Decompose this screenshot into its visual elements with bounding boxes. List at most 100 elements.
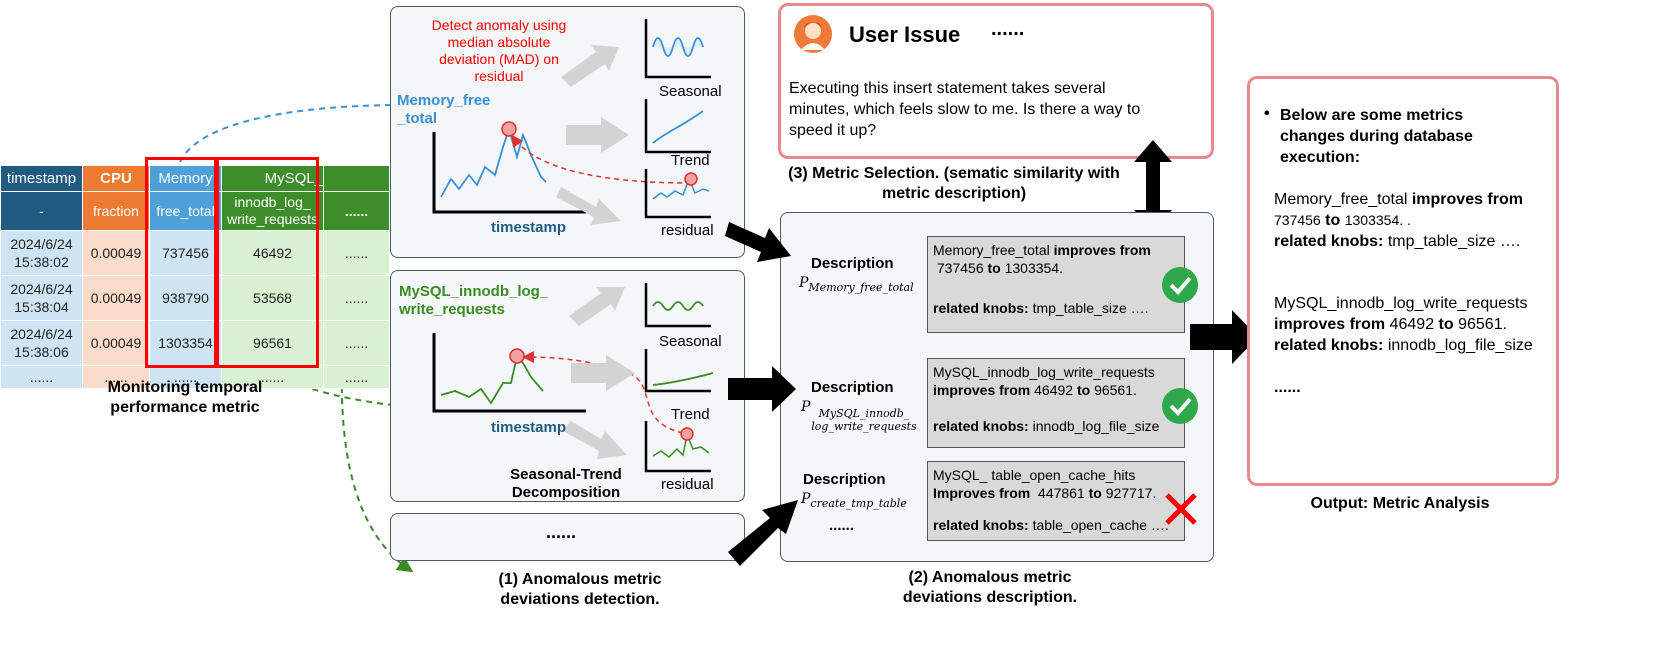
desc-from: 737456 <box>936 260 984 276</box>
selection-caption: (3) Metric Selection. (sematic similarit… <box>788 165 1120 202</box>
memory-residual-anomaly <box>684 172 698 186</box>
memory-anomaly-link <box>511 134 692 184</box>
user-issue-ellipsis: ...... <box>991 18 1025 40</box>
cell-ts: 2024/6/24 15:38:04 <box>0 275 83 321</box>
desc-to-word: to <box>1088 485 1102 501</box>
description-card: Memory_free_total improves from 737456 t… <box>927 236 1185 333</box>
memory-chart <box>432 19 711 225</box>
cell-more: ...... <box>323 320 390 366</box>
output-item-1: Memory_free_total improves from 737456 t… <box>1274 189 1554 252</box>
memory-xaxis-label: timestamp <box>491 219 567 236</box>
cell-mem: 737456 <box>149 230 222 276</box>
gray-arrow <box>566 117 629 153</box>
description-panel: Description PMemory_free_total Memory_fr… <box>780 212 1214 562</box>
gray-arrow <box>569 287 625 326</box>
check-icon <box>1162 267 1198 303</box>
mysql-metric-label: MySQL_innodb_log_ write_requests <box>399 283 549 318</box>
description-label: Description <box>811 255 894 272</box>
desc-knobs: tmp_table_size …. <box>1032 300 1149 316</box>
cell-ts: 2024/6/24 15:38:06 <box>0 320 83 366</box>
memory-connector <box>179 97 409 163</box>
description-label: Description <box>811 379 894 396</box>
memory-trend-series <box>652 110 704 144</box>
desc-verb: improves from <box>1053 242 1151 258</box>
gray-arrow <box>563 421 627 459</box>
memory-residual-label: residual <box>661 222 714 239</box>
desc-from: 46492 <box>1034 382 1074 398</box>
user-avatar-icon <box>794 15 832 53</box>
output-metric: MySQL_innodb_log_write_requests <box>1274 295 1528 312</box>
cross-icon <box>1165 493 1197 525</box>
double-arrow-icon <box>1134 140 1172 232</box>
output-knobs: innodb_log_file_size <box>1387 337 1533 354</box>
output-verb: improves from <box>1274 316 1386 333</box>
description-label: Description <box>803 471 886 488</box>
user-issue-box: User Issue ...... Executing this insert … <box>778 3 1214 159</box>
mysql-residual-label: residual <box>661 476 714 493</box>
output-to: 96561. <box>1458 316 1508 333</box>
user-issue-text: Executing this insert statement takes se… <box>789 80 1141 139</box>
header-timestamp: timestamp <box>0 165 83 192</box>
cell-inn: 53568 <box>221 275 324 321</box>
cell-ellipsis: ...... <box>0 365 83 389</box>
mysql-anomaly-point <box>509 348 525 364</box>
output-from: 737456 <box>1274 212 1321 228</box>
header-more <box>323 165 390 192</box>
gray-arrow <box>561 45 619 87</box>
desc-metric: Memory_free_total <box>933 242 1050 258</box>
output-item-2: MySQL_innodb_log_write_requests improves… <box>1274 293 1559 356</box>
description-symbol: P <box>801 399 810 415</box>
arrow-right-icon <box>1190 310 1258 364</box>
more-connector <box>340 364 414 573</box>
description-more: ...... <box>829 517 855 534</box>
desc-metric: MySQL_ table_open_cache_hits <box>933 467 1136 483</box>
cell-mem: 938790 <box>149 275 222 321</box>
detection-caption: (1) Anomalous metric deviations detectio… <box>498 571 662 608</box>
desc-knobs-label: related knobs: <box>933 418 1029 434</box>
table-row: 2024/6/24 15:38:02 0.00049 737456 46492 … <box>0 230 390 276</box>
output-metric: Memory_free_total <box>1274 191 1408 208</box>
decomposition-label: Seasonal-Trend Decomposition <box>510 466 622 501</box>
header-cpu: CPU <box>82 165 150 192</box>
cell-ellipsis: ...... <box>221 365 324 389</box>
mysql-series <box>440 354 544 405</box>
output-bullet-text: Below are some metrics changes during da… <box>1280 107 1473 166</box>
mysql-trend-series <box>652 372 714 386</box>
cell-ellipsis: ...... <box>323 365 390 389</box>
header-mysql: MySQL_ <box>221 165 324 192</box>
metrics-table: timestamp CPU Memory MySQL_ - fraction f… <box>0 165 390 389</box>
desc-verb: improves from <box>933 382 1031 398</box>
mysql-seasonal-label: Seasonal <box>659 333 722 350</box>
cell-cpu: 0.00049 <box>82 275 150 321</box>
output-caption: Output: Metric Analysis <box>1310 495 1490 512</box>
desc-to: 1303354. <box>1004 260 1064 276</box>
desc-knobs: innodb_log_file_size <box>1032 418 1160 434</box>
more-metrics-ellipsis: ...... <box>546 522 577 542</box>
cell-inn: 96561 <box>221 320 324 366</box>
memory-column-highlight <box>145 157 217 368</box>
more-metrics-panel: ...... <box>390 513 745 561</box>
output-box: • Below are some metrics changes during … <box>1247 76 1559 486</box>
mysql-chart <box>432 283 714 473</box>
mysql-seasonal-series <box>652 301 704 311</box>
description-caption: (2) Anomalous metric deviations descript… <box>902 569 1078 606</box>
symbol-subscript: MySQL_innodb_ log_write_requests <box>811 407 917 433</box>
desc-knobs: table_open_cache …. <box>1032 517 1169 533</box>
cell-cpu: 0.00049 <box>82 230 150 276</box>
table-caption: Monitoring temporal performance metric <box>107 379 263 416</box>
desc-metric: MySQL_innodb_log_write_requests <box>933 364 1155 380</box>
cell-more: ...... <box>323 275 390 321</box>
cell-ts: 2024/6/24 15:38:02 <box>0 230 83 276</box>
memory-anomaly-point <box>501 121 517 137</box>
cell-ellipsis: ...... <box>82 365 150 389</box>
desc-to: 927717. <box>1105 485 1157 501</box>
arrow-right-icon <box>728 366 796 412</box>
gray-arrow <box>571 355 635 391</box>
desc-knobs-label: related knobs: <box>933 517 1029 533</box>
output-knobs-label: related knobs: <box>1274 233 1384 250</box>
desc-verb: Improves from <box>933 485 1031 501</box>
description-symbol: PMemory_free_total <box>799 275 914 294</box>
memory-trend-label: Trend <box>671 152 710 169</box>
output-from: 46492 <box>1389 316 1435 333</box>
description-symbol: Pcreate_tmp_table <box>801 491 907 510</box>
